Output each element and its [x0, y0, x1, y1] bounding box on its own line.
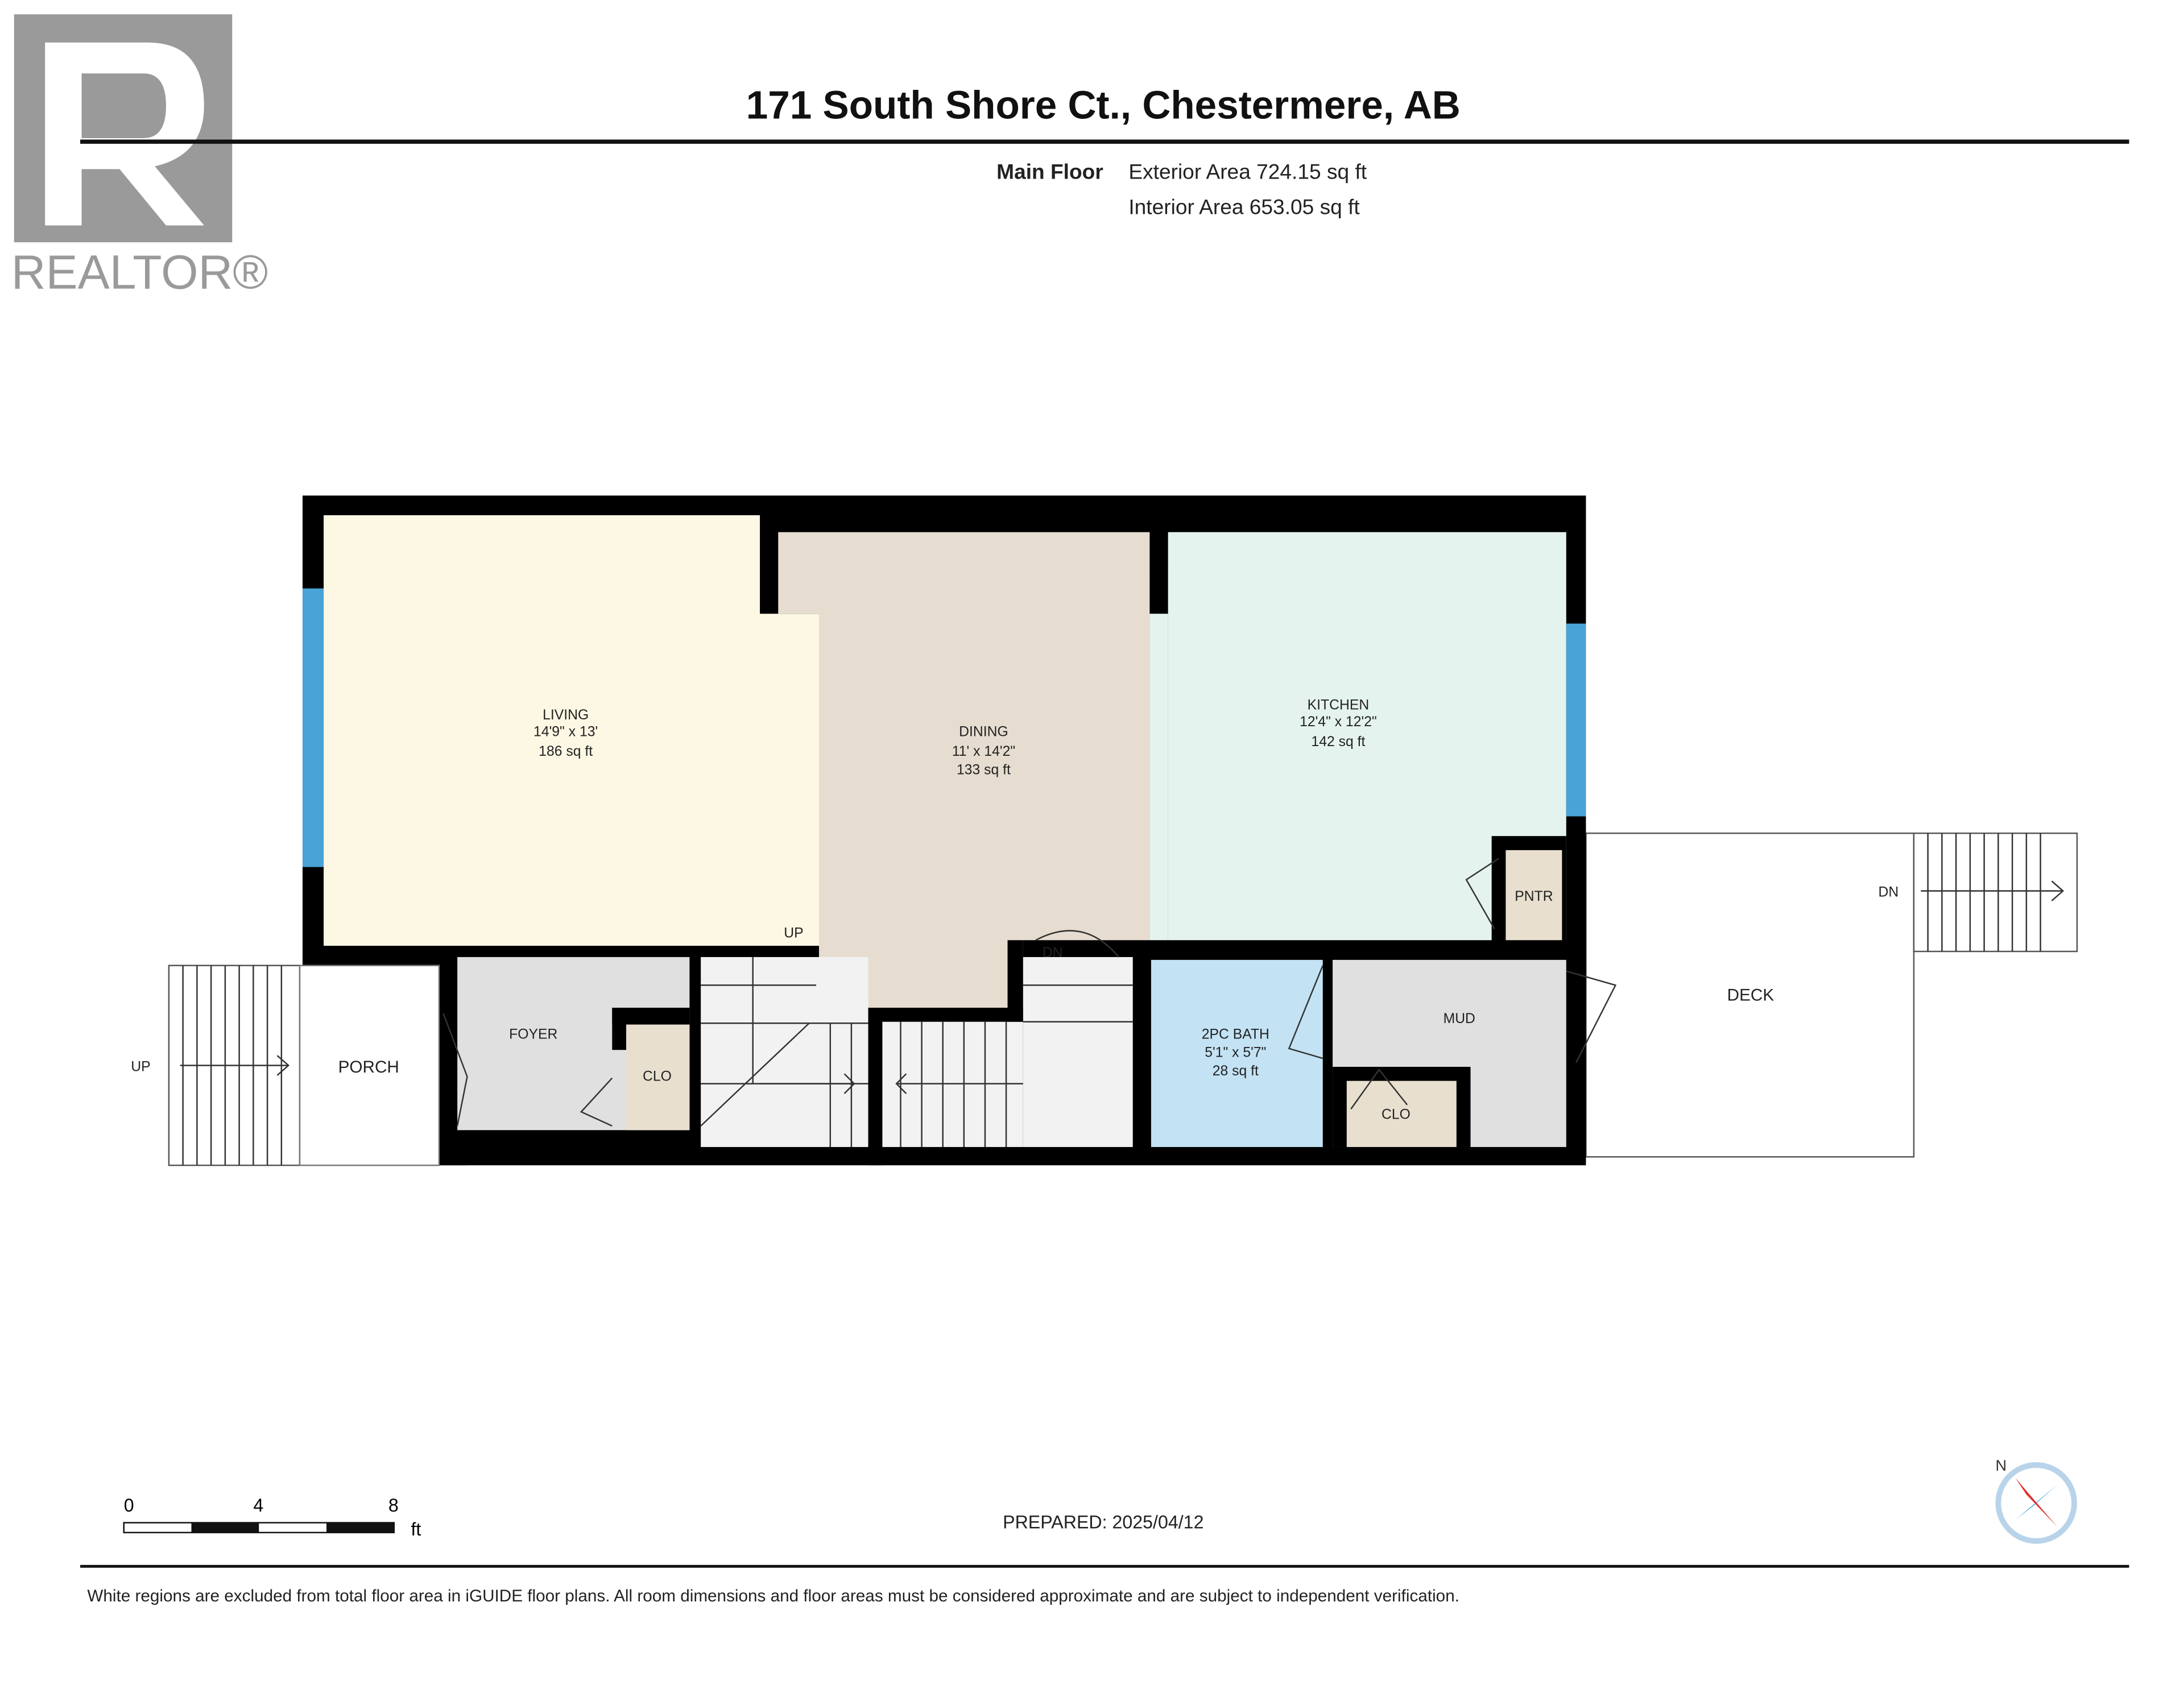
svg-text:28 sq ft: 28 sq ft	[1213, 1063, 1259, 1079]
svg-text:CLO: CLO	[643, 1069, 672, 1084]
svg-text:CLO: CLO	[1381, 1107, 1410, 1122]
svg-text:14'9" x 13': 14'9" x 13'	[533, 724, 598, 739]
header-divider	[80, 139, 2129, 144]
svg-text:142 sq ft: 142 sq ft	[1312, 734, 1366, 750]
svg-text:133 sq ft: 133 sq ft	[957, 762, 1011, 777]
scale-bar: 0 4 8 ft	[123, 1495, 421, 1539]
svg-text:KITCHEN: KITCHEN	[1308, 697, 1370, 713]
svg-text:MUD: MUD	[1443, 1011, 1475, 1026]
svg-text:ft: ft	[411, 1519, 421, 1539]
disclaimer: White regions are excluded from total fl…	[87, 1587, 1459, 1605]
svg-text:N: N	[1995, 1456, 2007, 1474]
prepared-date: PREPARED: 2025/04/12	[1003, 1512, 1203, 1532]
porch: PORCH	[299, 964, 440, 1166]
room-dining: DINING 11' x 14'2" 133 sq ft	[778, 532, 1150, 1008]
svg-text:0: 0	[124, 1495, 134, 1516]
room-pantry: PNTR	[1491, 836, 1566, 954]
kitchen-window	[1566, 623, 1586, 817]
svg-text:REALTOR®: REALTOR®	[11, 246, 268, 299]
svg-text:DECK: DECK	[1727, 986, 1774, 1005]
svg-text:11' x 14'2": 11' x 14'2"	[952, 744, 1015, 759]
svg-text:2PC BATH: 2PC BATH	[1202, 1026, 1269, 1042]
realtor-logo: REALTOR®	[11, 14, 268, 299]
living-window	[302, 588, 324, 867]
porch-stairs: UP	[131, 964, 301, 1166]
svg-text:186 sq ft: 186 sq ft	[539, 744, 593, 759]
svg-text:PORCH: PORCH	[338, 1058, 399, 1077]
svg-text:5'1" x 5'7": 5'1" x 5'7"	[1205, 1045, 1266, 1061]
svg-text:UP: UP	[131, 1059, 150, 1074]
main-stairs: UP DN	[700, 925, 1133, 1166]
deck-stairs: DN	[1879, 832, 2078, 953]
exterior-area: Exterior Area 724.15 sq ft	[1128, 160, 1367, 184]
svg-text:PNTR: PNTR	[1515, 889, 1553, 904]
floor-name: Main Floor	[996, 160, 1103, 184]
svg-text:4: 4	[253, 1495, 263, 1516]
closet-foyer: CLO	[612, 1008, 690, 1131]
svg-text:DINING: DINING	[959, 724, 1008, 739]
room-bath: 2PC BATH 5'1" x 5'7" 28 sq ft	[1151, 959, 1323, 1147]
svg-text:DN: DN	[1879, 885, 1899, 900]
svg-text:UP: UP	[784, 925, 803, 941]
interior-area: Interior Area 653.05 sq ft	[1128, 195, 1360, 219]
closet-mud: CLO	[1333, 1066, 1471, 1147]
svg-text:12'4" x 12'2": 12'4" x 12'2"	[1300, 714, 1377, 730]
svg-text:FOYER: FOYER	[509, 1026, 557, 1042]
svg-text:LIVING: LIVING	[543, 707, 589, 723]
deck: DECK	[1585, 832, 1915, 1158]
compass-icon: N	[1995, 1456, 2077, 1544]
svg-text:DN: DN	[1043, 945, 1063, 961]
footer-divider	[80, 1564, 2129, 1568]
svg-text:8: 8	[388, 1495, 399, 1516]
door-swings	[442, 858, 1617, 1127]
room-living: LIVING 14'9" x 13' 186 sq ft	[324, 515, 819, 946]
page-title: 171 South Shore Ct., Chestermere, AB	[746, 82, 1461, 127]
